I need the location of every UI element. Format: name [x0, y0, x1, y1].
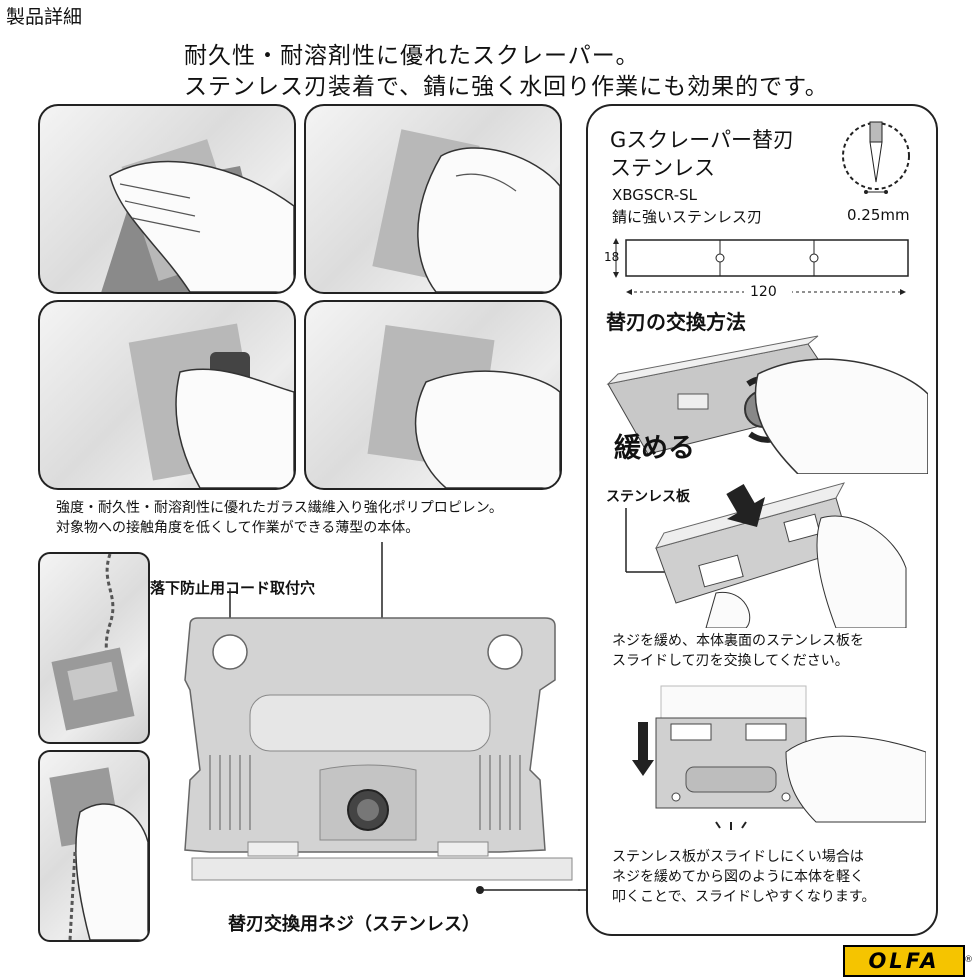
olfa-logo: OLFA [843, 945, 965, 977]
step2-line2: ネジを緩めてから図のように本体を軽く [612, 869, 864, 885]
step1-line1: ネジを緩め、本体裏面のステンレス板を [612, 633, 864, 649]
stainless-plate-label: ステンレス板 [606, 489, 690, 505]
page-title: 製品詳細 [6, 6, 83, 28]
cord-photo [38, 552, 150, 744]
hanging-photo [38, 750, 150, 942]
blade-title-line2: ステンレス [610, 156, 715, 180]
blade-width-dim: 120 [750, 284, 777, 300]
usage-photo-1 [38, 104, 296, 294]
plate-slide-illustration [625, 482, 907, 628]
usage-photo-4 [304, 300, 562, 490]
feature-line2: 対象物への接触角度を低くして作業ができる薄型の本体。 [56, 520, 420, 536]
loosen-label: 緩める [614, 433, 695, 464]
feature-line1: 強度・耐久性・耐溶剤性に優れたガラス繊維入り強化ポリプロピレン。 [56, 500, 503, 516]
loosen-illustration [606, 335, 928, 474]
usage-photo-2 [304, 104, 562, 294]
blade-title: Gスクレーパー替刃 ステンレス [610, 126, 794, 182]
blade-dimension-drawing [613, 238, 909, 300]
blade-title-line1: Gスクレーパー替刃 [610, 128, 795, 152]
scraper-diagram [184, 542, 580, 894]
registered-mark: ® [964, 955, 973, 965]
usage-photo-3 [38, 300, 296, 490]
step1-line2: スライドして刃を交換してください。 [612, 653, 849, 669]
cord-hole-label: 落下防止用コード取付穴 [150, 579, 316, 597]
blade-note: 錆に強いステンレス刃 [612, 208, 763, 226]
screw-label: 替刃交換用ネジ（ステンレス） [228, 914, 480, 935]
headline-line2: ステンレス刃装着で、錆に強く水回り作業にも効果的です。 [184, 74, 829, 100]
blade-thickness-icon [842, 121, 910, 194]
replacement-method-title: 替刃の交換方法 [606, 310, 746, 334]
olfa-logo-text: OLFA [868, 949, 940, 973]
headline-line1: 耐久性・耐溶剤性に優れたスクレーパー。 [184, 43, 640, 69]
tap-illustration [632, 685, 926, 830]
step2-line3: 叩くことで、スライドしやすくなります。 [612, 889, 876, 905]
blade-thickness: 0.25mm [847, 206, 910, 224]
step2-line1: ステンレス板がスライドしにくい場合は [612, 849, 864, 865]
blade-height-dim: 18 [604, 250, 620, 264]
blade-code: XBGSCR-SL [612, 186, 698, 204]
